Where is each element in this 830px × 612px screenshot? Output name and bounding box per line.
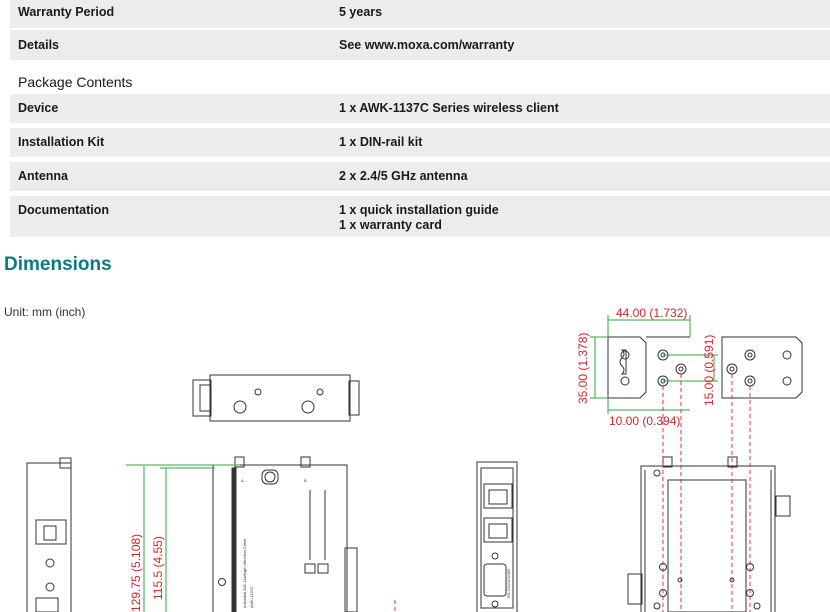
right-side-view	[476, 461, 518, 612]
dim-height-115-5: 115.5 (4.55)	[151, 536, 165, 600]
wall-mount-plate-right	[721, 336, 803, 399]
dim-width-44: 44.00 (1.732)	[616, 306, 687, 320]
back-view	[627, 456, 791, 612]
row-value: 5 years	[339, 5, 383, 19]
row-value: See www.moxa.com/warranty	[339, 38, 515, 52]
model-text: AWK-1137C	[249, 586, 254, 608]
table-row: Warranty Period 5 years	[10, 0, 830, 31]
dim-height-129-75: 129.75 (5.108)	[129, 534, 143, 612]
table-row: Device 1 x AWK-1137C Series wireless cli…	[10, 94, 830, 126]
dim-offset-10: 10.00 (0.394)	[609, 414, 680, 428]
alignment-guides	[394, 374, 751, 612]
row-label: Installation Kit	[18, 135, 105, 149]
table-row: Details See www.moxa.com/warranty	[10, 30, 830, 63]
wall-mount-dimension-lines	[590, 315, 718, 414]
front-view	[212, 456, 358, 612]
row-label: Warranty Period	[18, 5, 115, 19]
row-value: 2 x 2.4/5 GHz antenna	[339, 169, 468, 183]
row-label: Device	[18, 101, 59, 115]
row-label: Documentation	[18, 203, 109, 217]
port-a-label: A	[241, 478, 244, 483]
row-value-line: 1 x quick installation guide	[339, 203, 499, 217]
serial-port-label: RS-232/422/485	[506, 568, 511, 598]
left-side-view	[26, 457, 72, 612]
row-label: Antenna	[18, 169, 68, 183]
dim-height-35: 35.00 (1.378)	[576, 333, 590, 404]
table-row: Documentation 1 x quick installation gui…	[10, 196, 830, 240]
unit-note: Unit: mm (inch)	[4, 305, 86, 319]
table-row: Installation Kit 1 x DIN-rail kit	[10, 128, 830, 160]
dimensions-heading: Dimensions	[4, 254, 112, 275]
row-value: 1 x quick installation guide 1 x warrant…	[331, 203, 830, 237]
row-value: 1 x DIN-rail kit	[339, 135, 423, 149]
row-value: 1 x AWK-1137C Series wireless client	[339, 101, 559, 115]
front-dimension-lines	[126, 464, 240, 612]
top-view	[192, 374, 360, 422]
row-value-line: 1 x warranty card	[339, 218, 442, 232]
wall-mount-plate-left	[607, 336, 690, 399]
table-row: Antenna 2 x 2.4/5 GHz antenna	[10, 162, 830, 194]
dim-height-15: 15.00 (0.591)	[702, 335, 716, 406]
package-contents-title: Package Contents	[18, 74, 133, 90]
port-b-label: B	[304, 478, 307, 483]
model-line-text: Industrial 802.11a/b/g/n Wireless Client	[242, 538, 247, 608]
row-label: Details	[18, 38, 59, 52]
